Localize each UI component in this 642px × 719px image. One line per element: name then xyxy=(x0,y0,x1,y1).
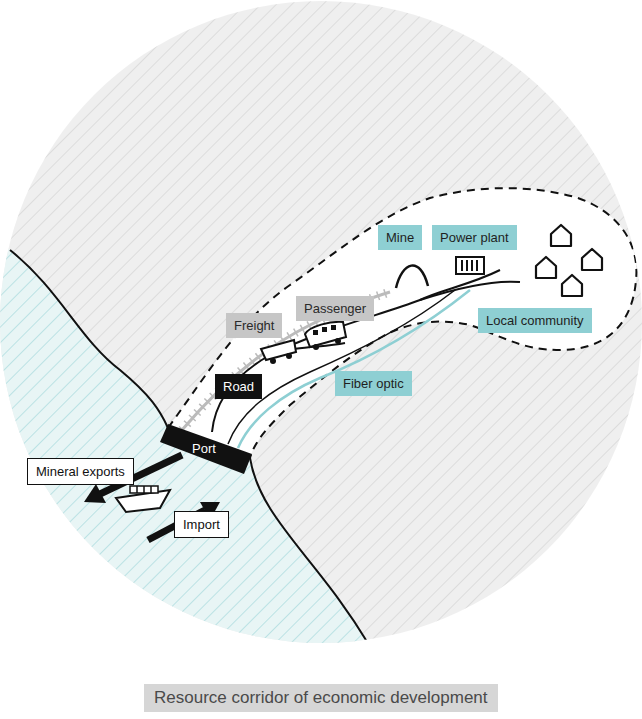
freight-wagon xyxy=(261,340,296,364)
export-label: Mineral exports xyxy=(27,458,134,485)
corridor-outline xyxy=(168,188,636,458)
label-text: Road xyxy=(223,379,254,394)
sea xyxy=(0,240,372,650)
port-shape: Port xyxy=(160,424,252,474)
passenger-car xyxy=(305,322,346,350)
ship-symbol xyxy=(116,486,170,512)
label-text: Port xyxy=(192,441,216,456)
power-plant-label: Power plant xyxy=(432,225,517,250)
fiber-optic-label: Fiber optic xyxy=(335,371,412,396)
road-label: Road xyxy=(215,374,262,399)
label-text: Fiber optic xyxy=(343,376,404,391)
passenger-label: Passenger xyxy=(296,296,374,321)
label-text: Freight xyxy=(234,318,274,333)
coastline xyxy=(10,250,372,650)
caption-box: Resource corridor of economic developmen… xyxy=(144,684,498,712)
community-label: Local community xyxy=(478,308,592,333)
import-label: Import xyxy=(174,511,229,538)
label-text: Local community xyxy=(486,313,584,328)
freight-label: Freight xyxy=(226,313,282,338)
label-text: Mineral exports xyxy=(36,464,125,479)
mine-label: Mine xyxy=(378,225,422,250)
power-plant-symbol xyxy=(456,257,484,274)
mine-symbol xyxy=(396,265,428,288)
house-symbols xyxy=(536,225,602,296)
label-text: Mine xyxy=(386,230,414,245)
label-text: Power plant xyxy=(440,230,509,245)
label-text: Import xyxy=(183,517,220,532)
label-text: Passenger xyxy=(304,301,366,316)
